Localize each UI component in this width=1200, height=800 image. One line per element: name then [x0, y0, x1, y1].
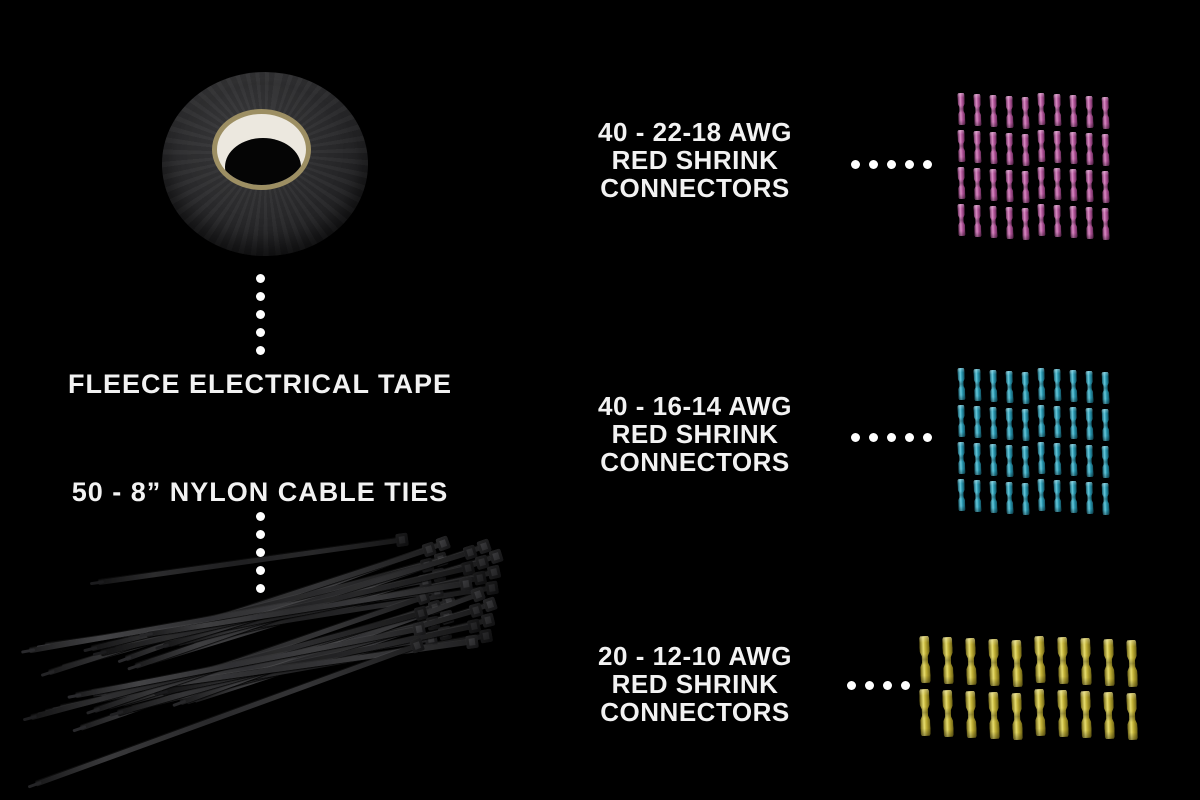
leader-dot	[256, 548, 265, 557]
shrink-butt-connector	[1011, 693, 1023, 740]
shrink-butt-connector	[919, 689, 931, 736]
group-label-line: RED SHRINK	[611, 145, 779, 175]
leader-dot	[869, 433, 878, 442]
tape-roll-core	[212, 109, 311, 190]
leader-dot	[883, 681, 892, 690]
tape-label: FLEECE ELECTRICAL TAPE	[67, 369, 453, 399]
shrink-butt-connector	[1126, 640, 1138, 687]
shrink-butt-connector	[1034, 636, 1046, 683]
leader-dot	[256, 584, 265, 593]
leader-dots	[847, 681, 910, 690]
leader-dot	[851, 433, 860, 442]
shrink-butt-connector	[942, 690, 954, 737]
shrink-butt-connector	[1103, 692, 1115, 739]
leader-dot	[256, 292, 265, 301]
leader-dot	[887, 433, 896, 442]
group-label-line: CONNECTORS	[600, 173, 790, 203]
leader-dot	[847, 681, 856, 690]
leader-dot	[865, 681, 874, 690]
group-label-line: 20 - 12-10 AWG	[598, 641, 792, 671]
leader-dot	[923, 433, 932, 442]
shrink-butt-connector	[965, 691, 977, 738]
shrink-butt-connector	[1034, 689, 1046, 736]
group-label-line: CONNECTORS	[600, 697, 790, 727]
leader-dot	[905, 160, 914, 169]
shrink-butt-connector	[988, 639, 1000, 686]
tape-leader-dots	[256, 274, 265, 355]
connector-group-label: 40 - 16-14 AWG RED SHRINK CONNECTORS	[545, 392, 845, 476]
cable-ties-label: 50 - 8” NYLON CABLE TIES	[71, 477, 449, 507]
shrink-butt-connector	[1057, 690, 1069, 737]
group-label-line: CONNECTORS	[600, 447, 790, 477]
cable-ties-leader-dots	[256, 512, 265, 593]
leader-dot	[256, 512, 265, 521]
shrink-butt-connector	[1080, 691, 1092, 738]
connector-group-label: 20 - 12-10 AWG RED SHRINK CONNECTORS	[545, 642, 845, 726]
group-label-line: RED SHRINK	[611, 669, 779, 699]
fleece-tape-photo	[162, 72, 368, 256]
leader-dot	[901, 681, 910, 690]
shrink-butt-connector	[919, 636, 931, 683]
shrink-butt-connector	[965, 638, 977, 685]
leader-dot	[256, 346, 265, 355]
connector-grid	[920, 638, 1137, 738]
leader-dot	[851, 160, 860, 169]
shrink-butt-connector	[1080, 638, 1092, 685]
leader-dot	[923, 160, 932, 169]
group-label-line: 40 - 16-14 AWG	[598, 391, 792, 421]
leader-dot	[887, 160, 896, 169]
shrink-butt-connector	[942, 637, 954, 684]
leader-dots	[851, 433, 932, 442]
leader-dot	[256, 274, 265, 283]
tape-roll-hole	[225, 138, 301, 185]
connector-group-label: 40 - 22-18 AWG RED SHRINK CONNECTORS	[545, 118, 845, 202]
shrink-butt-connector	[1126, 693, 1138, 740]
leader-dot	[869, 160, 878, 169]
leader-dot	[905, 433, 914, 442]
shrink-butt-connector	[1011, 640, 1023, 687]
leader-dot	[256, 566, 265, 575]
shrink-butt-connector	[988, 692, 1000, 739]
leader-dots	[851, 160, 932, 169]
leader-dot	[256, 328, 265, 337]
leader-dot	[256, 310, 265, 319]
group-label-line: 40 - 22-18 AWG	[598, 117, 792, 147]
group-label-line: RED SHRINK	[611, 419, 779, 449]
shrink-butt-connector	[1057, 637, 1069, 684]
leader-dot	[256, 530, 265, 539]
shrink-butt-connector	[1103, 639, 1115, 686]
